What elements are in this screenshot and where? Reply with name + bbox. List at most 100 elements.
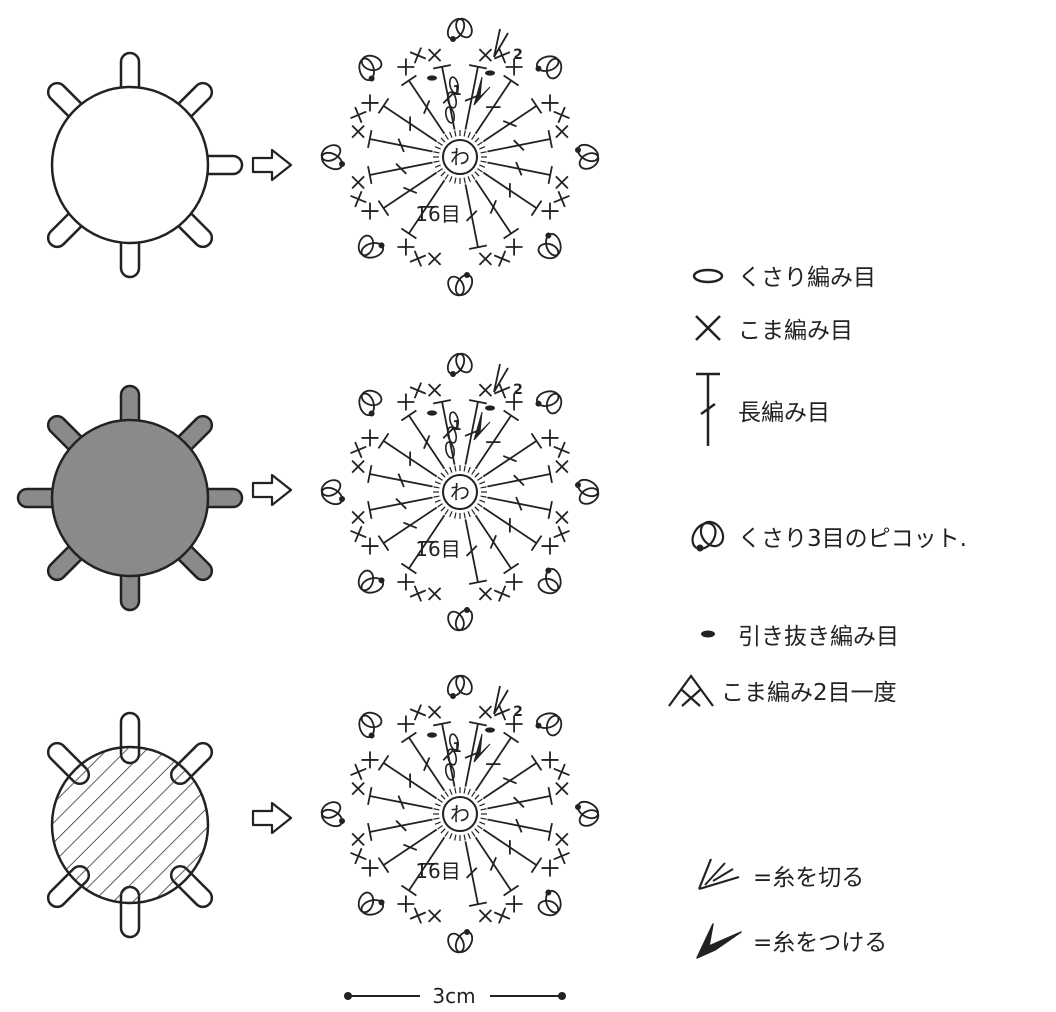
single-crochet-mark bbox=[427, 587, 442, 601]
arrow-right-icon bbox=[251, 473, 293, 507]
double-crochet-mark bbox=[474, 731, 520, 792]
ring-tick bbox=[440, 794, 446, 800]
picot-mark bbox=[537, 567, 562, 595]
ring-tick bbox=[454, 787, 457, 794]
magic-ring bbox=[442, 139, 478, 175]
ring-tick bbox=[463, 130, 466, 137]
ring-tick bbox=[437, 141, 443, 146]
double-crochet-mark bbox=[400, 514, 446, 575]
picot-mark bbox=[358, 389, 383, 417]
picot-mark bbox=[575, 143, 600, 170]
shape-solid bbox=[16, 384, 244, 612]
single-crochet-mark bbox=[541, 94, 559, 112]
arrow-right-icon bbox=[251, 148, 293, 182]
ring-tick bbox=[471, 831, 476, 837]
ring-tick bbox=[480, 151, 487, 154]
ring-tick bbox=[467, 176, 471, 183]
legend-label: こま編み2目一度 bbox=[721, 680, 897, 706]
single-crochet-mark bbox=[351, 832, 365, 847]
single-crochet-mark bbox=[361, 202, 379, 220]
ring-tick bbox=[449, 511, 453, 518]
picot-mark bbox=[537, 232, 562, 260]
ring-tick bbox=[477, 141, 483, 146]
picot-mark bbox=[447, 607, 474, 632]
legend-label: くさり編み目 bbox=[738, 265, 876, 291]
ring-tick bbox=[434, 164, 441, 168]
dimension-line bbox=[344, 992, 566, 1000]
ring-tick bbox=[449, 466, 453, 473]
dimension-label: 3cm bbox=[432, 984, 476, 1008]
slip-stitch-mark bbox=[427, 75, 437, 81]
double-crochet-mark bbox=[482, 432, 543, 478]
picot-mark bbox=[535, 55, 563, 80]
legend-label: =糸を切る bbox=[753, 865, 865, 891]
single-crochet-mark bbox=[409, 250, 427, 267]
ring-tick bbox=[449, 176, 453, 183]
picot-icon bbox=[691, 520, 725, 552]
single-crochet-mark bbox=[478, 909, 493, 923]
double-crochet-mark bbox=[482, 506, 543, 552]
single-crochet-mark bbox=[505, 58, 523, 76]
ring-tick bbox=[444, 791, 449, 797]
single-crochet-mark bbox=[553, 763, 570, 781]
ring-tick bbox=[440, 472, 446, 478]
ring-tick bbox=[434, 481, 441, 485]
double-crochet-mark bbox=[367, 818, 433, 841]
ring-tick bbox=[463, 177, 466, 184]
single-crochet-mark bbox=[493, 47, 511, 64]
double-crochet-mark bbox=[367, 787, 433, 810]
picot-mark bbox=[535, 390, 563, 415]
single-crochet-mark bbox=[541, 202, 559, 220]
double-crochet-mark bbox=[474, 514, 520, 575]
picot-mark bbox=[357, 234, 385, 259]
ring-tick bbox=[449, 833, 453, 840]
picot-mark bbox=[446, 352, 473, 377]
ring-tick bbox=[467, 466, 471, 473]
ring-tick bbox=[463, 787, 466, 794]
ring-tick bbox=[437, 476, 443, 481]
magic-ring bbox=[442, 796, 478, 832]
ring-tick bbox=[434, 146, 441, 150]
ring-tick bbox=[433, 151, 440, 154]
double-crochet-mark bbox=[474, 179, 520, 240]
single-crochet-mark bbox=[409, 47, 427, 64]
single-crochet-mark bbox=[350, 525, 367, 543]
ring-tick bbox=[474, 137, 480, 143]
double-crochet-mark bbox=[487, 465, 553, 488]
ring-tick bbox=[454, 177, 457, 184]
single-crochet-mark bbox=[427, 252, 442, 266]
single-crochet-mark bbox=[541, 859, 559, 877]
legend-label: 引き抜き編み目 bbox=[738, 624, 899, 650]
single-crochet-mark bbox=[350, 190, 367, 208]
single-crochet-mark bbox=[555, 175, 569, 190]
chain-stitch-icon bbox=[692, 268, 724, 284]
double-crochet-mark bbox=[482, 828, 543, 874]
ring-tick bbox=[480, 808, 487, 811]
double-crochet-mark bbox=[400, 836, 446, 897]
single-crochet-icon bbox=[695, 315, 721, 341]
ring-tick bbox=[477, 476, 483, 481]
double-crochet-mark bbox=[377, 97, 438, 143]
round-number-label: 2 bbox=[513, 382, 523, 398]
ring-tick bbox=[477, 168, 483, 173]
ring-tick bbox=[474, 828, 480, 834]
ring-tick bbox=[480, 495, 487, 498]
double-crochet-mark bbox=[377, 506, 438, 552]
slip-stitch-icon bbox=[701, 630, 715, 638]
picot-mark bbox=[535, 712, 563, 737]
double-crochet-mark bbox=[482, 97, 543, 143]
stitch-count-label: 16目 bbox=[415, 537, 460, 561]
ring-label: わ bbox=[450, 145, 470, 169]
double-crochet-mark bbox=[400, 74, 446, 135]
single-crochet-mark bbox=[350, 441, 367, 459]
double-crochet-mark bbox=[474, 409, 520, 470]
ring-tick bbox=[454, 834, 457, 841]
legend-item-cut-yarn: =糸を切る bbox=[695, 855, 864, 895]
double-crochet-mark bbox=[464, 519, 487, 585]
single-crochet-mark bbox=[351, 124, 365, 139]
ring-tick bbox=[437, 825, 443, 830]
legend-item-slip-stitch: 引き抜き編み目 bbox=[688, 614, 899, 654]
single-crochet-mark bbox=[505, 393, 523, 411]
